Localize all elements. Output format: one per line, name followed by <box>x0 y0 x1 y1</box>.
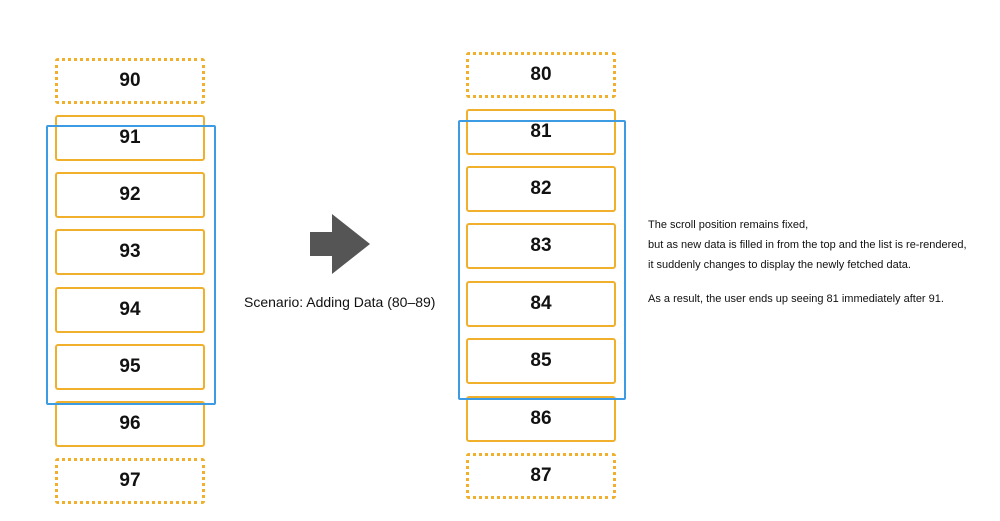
list-item: 81 <box>466 109 616 155</box>
list-item: 80 <box>466 52 616 98</box>
arrow-right-icon <box>308 212 372 281</box>
list-item: 96 <box>55 401 205 447</box>
note-line: As a result, the user ends up seeing 81 … <box>648 293 944 305</box>
note-line: it suddenly changes to display the newly… <box>648 259 911 271</box>
note-line: but as new data is filled in from the to… <box>648 239 967 251</box>
list-item: 87 <box>466 453 616 499</box>
list-item: 93 <box>55 229 205 275</box>
list-item: 84 <box>466 281 616 327</box>
list-item: 85 <box>466 338 616 384</box>
explanation-note: The scroll position remains fixed, but a… <box>648 215 967 309</box>
list-item: 95 <box>55 344 205 390</box>
list-item: 90 <box>55 58 205 104</box>
list-item: 83 <box>466 223 616 269</box>
list-item: 91 <box>55 115 205 161</box>
note-line: The scroll position remains fixed, <box>648 219 809 231</box>
scenario-label: Scenario: Adding Data (80–89) <box>244 294 436 310</box>
list-item: 82 <box>466 166 616 212</box>
list-item: 86 <box>466 396 616 442</box>
list-item: 97 <box>55 458 205 504</box>
list-item: 92 <box>55 172 205 218</box>
list-item: 94 <box>55 287 205 333</box>
